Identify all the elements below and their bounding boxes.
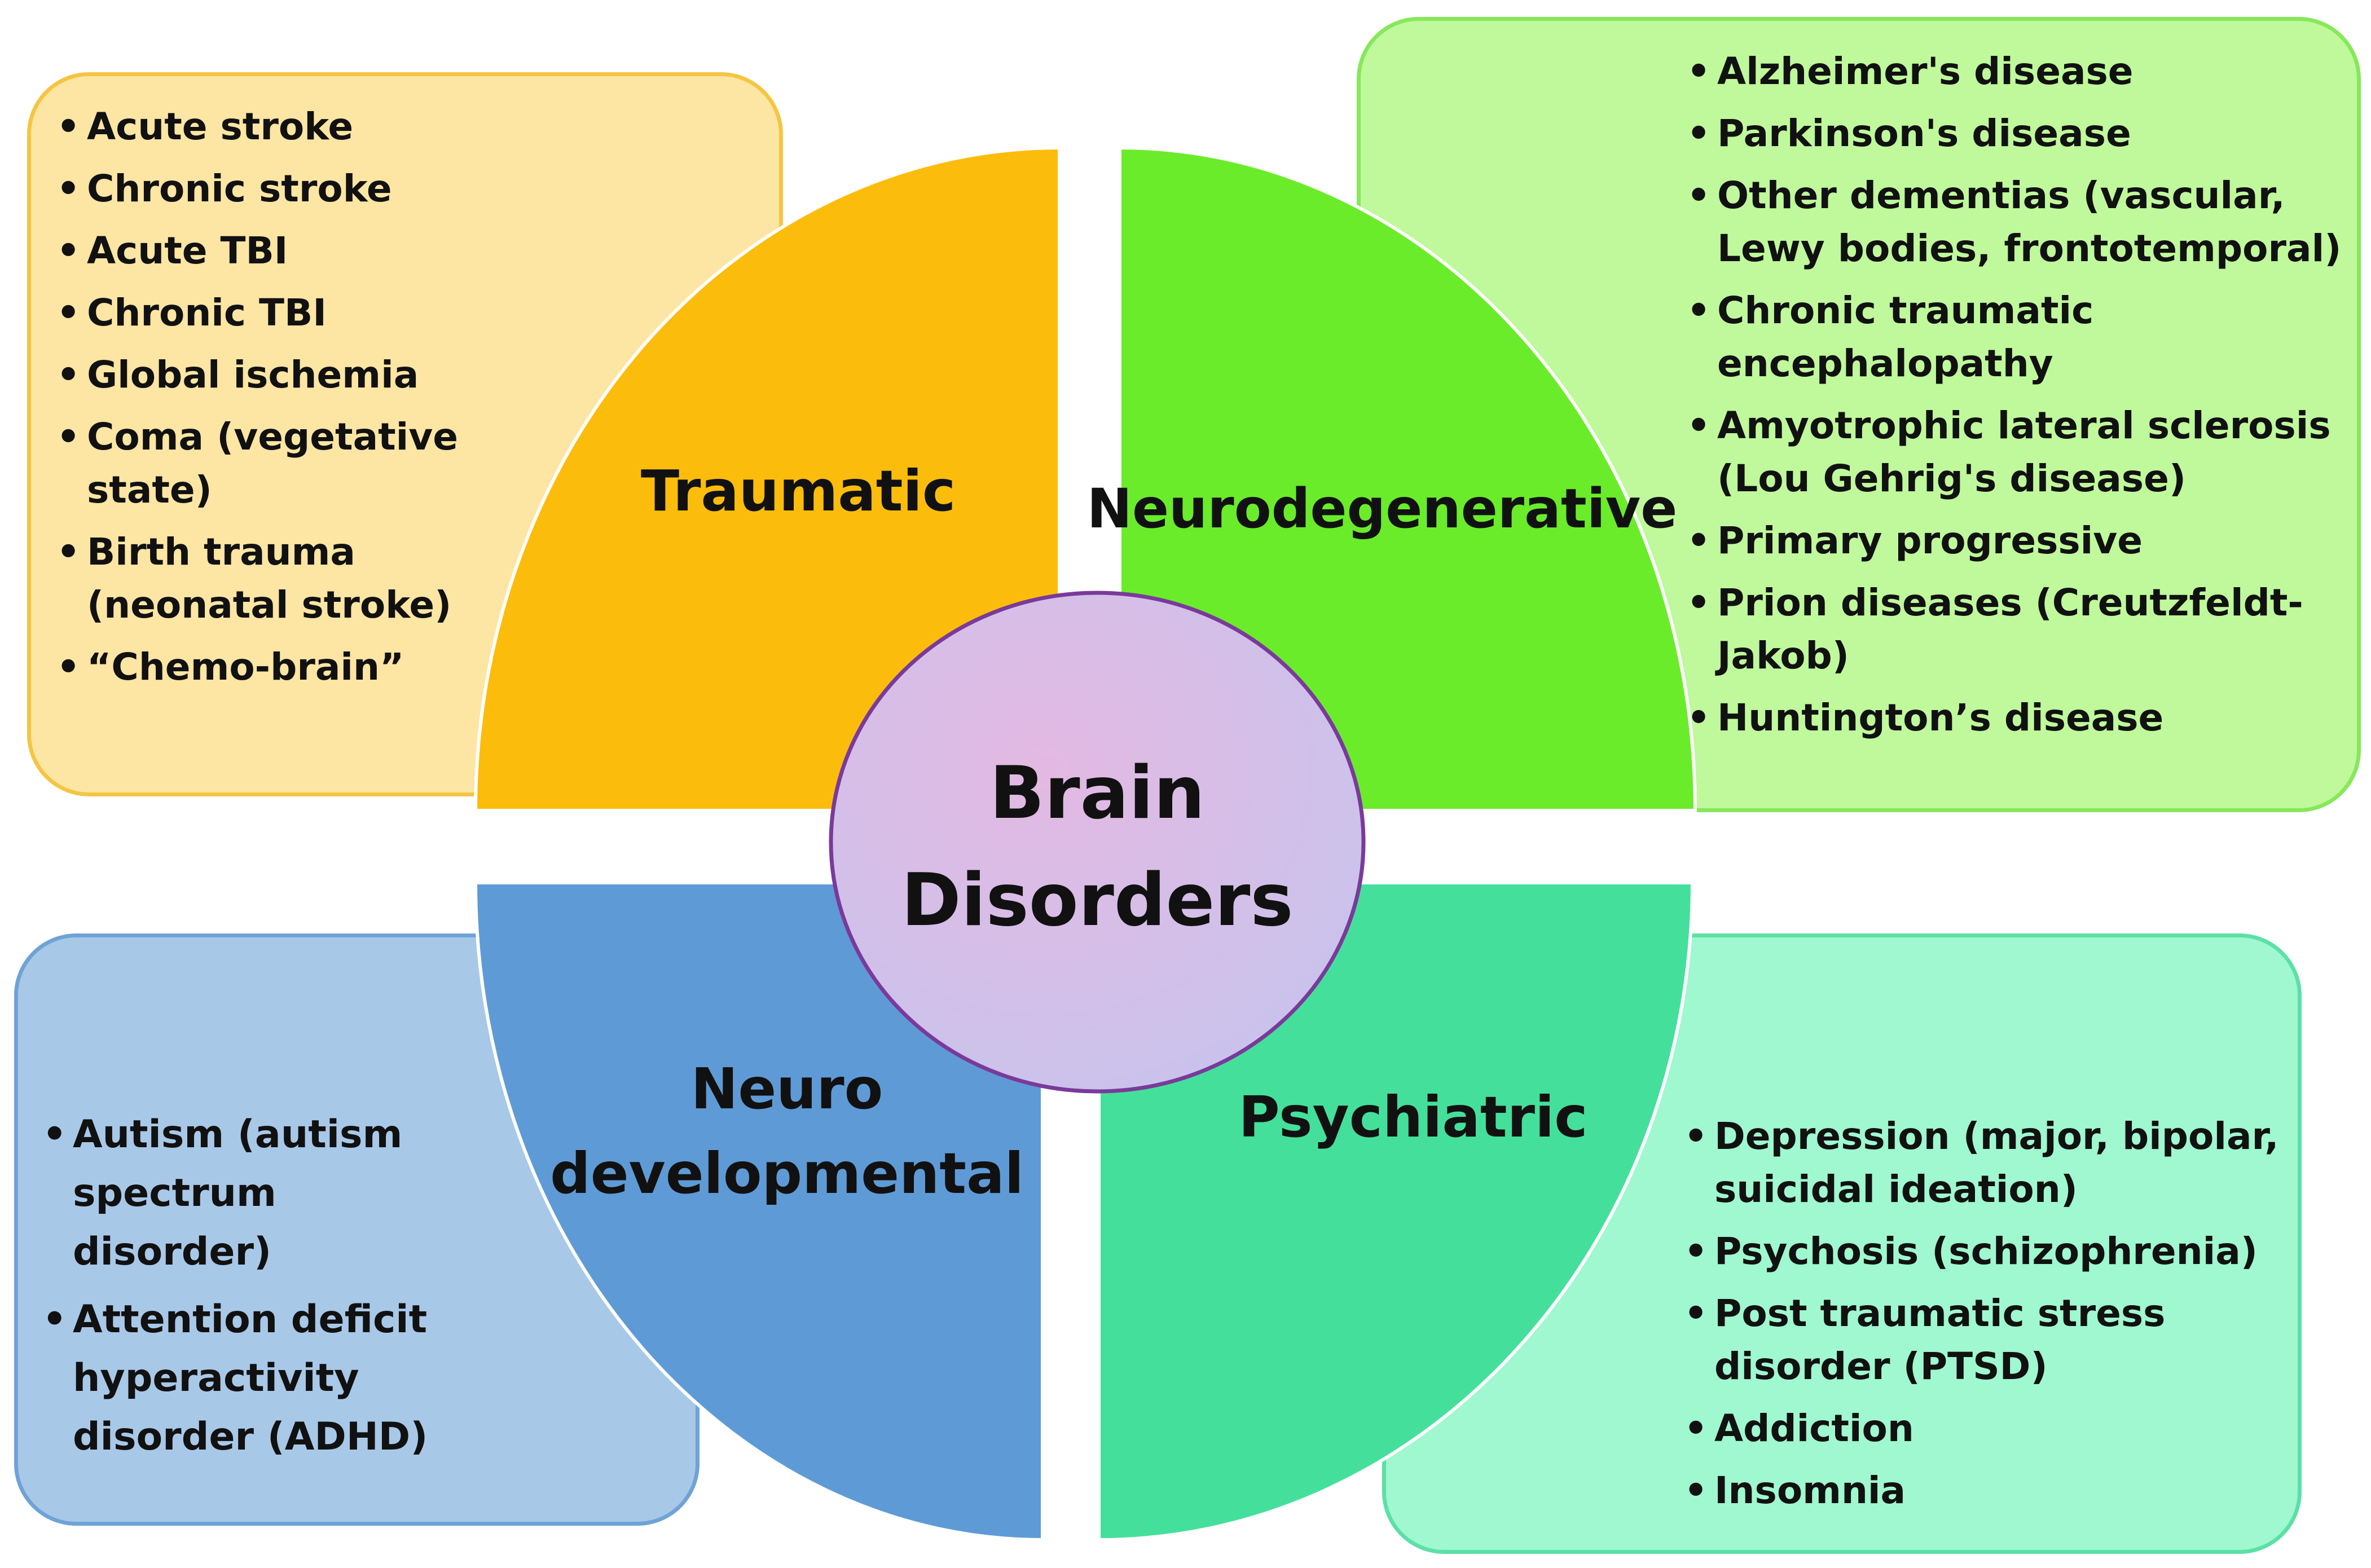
neurodevelopmental-quadrant: [473, 881, 1044, 1542]
list-item: Parkinson's disease: [1687, 107, 2352, 160]
list-item: Huntington’s disease: [1687, 691, 2352, 745]
list-item: Birth trauma (neonatal stroke): [56, 526, 519, 632]
list-item: Psychosis (schizophrenia): [1684, 1225, 2304, 1278]
traumatic-label: Traumatic: [641, 458, 956, 524]
list-item: Post traumatic stress disorder (PTSD): [1684, 1287, 2304, 1393]
psychiatric-list: Depression (major, bipolar, suicidal ide…: [1684, 1110, 2304, 1526]
neurodevelopmental-label-line1: Neuro: [691, 1056, 883, 1122]
neurodegenerative-list: Alzheimer's diseaseParkinson's diseaseOt…: [1687, 45, 2352, 754]
list-item: Chronic TBI: [56, 287, 519, 340]
list-item: Chronic stroke: [56, 162, 519, 215]
list-item: Acute TBI: [56, 224, 519, 278]
list-item: Chronic traumatic encephalopathy: [1687, 284, 2352, 390]
list-item: Other dementias (vascular, Lewy bodies, …: [1687, 169, 2352, 275]
list-item: Depression (major, bipolar, suicidal ide…: [1684, 1110, 2304, 1216]
list-item: Acute stroke: [56, 100, 519, 153]
list-item: Global ischemia: [56, 349, 519, 402]
center-title-line1: Brain: [989, 751, 1205, 835]
list-item: Amyotrophic lateral sclerosis (Lou Gehri…: [1687, 399, 2352, 505]
neurodegenerative-quadrant: [1118, 146, 1697, 812]
list-item: Autism (autism spectrum disorder): [42, 1105, 471, 1281]
list-item: Alzheimer's disease: [1687, 45, 2352, 98]
center-title-line2: Disorders: [901, 858, 1293, 942]
list-item: “Chemo-brain”: [56, 641, 519, 694]
neurodevelopmental-label-line2: developmental: [550, 1140, 1024, 1206]
list-item: Coma (vegetative state): [56, 411, 519, 517]
list-item: Attention deficit hyperactivity disorder…: [42, 1290, 471, 1466]
traumatic-list: Acute strokeChronic strokeAcute TBI Chron…: [56, 100, 519, 703]
psychiatric-label: Psychiatric: [1238, 1084, 1587, 1150]
neurodevelopmental-list: Autism (autism spectrum disorder)Attenti…: [42, 1105, 471, 1475]
list-item: Insomnia: [1684, 1464, 2304, 1517]
list-item: Prion diseases (Creutzfeldt-Jakob): [1687, 576, 2352, 682]
neurodegenerative-label: Neurodegenerative: [1087, 477, 1678, 540]
traumatic-quadrant: [473, 146, 1061, 812]
center-circle: [829, 591, 1366, 1094]
list-item: Addiction: [1684, 1402, 2304, 1455]
list-item: Primary progressive: [1687, 514, 2352, 567]
